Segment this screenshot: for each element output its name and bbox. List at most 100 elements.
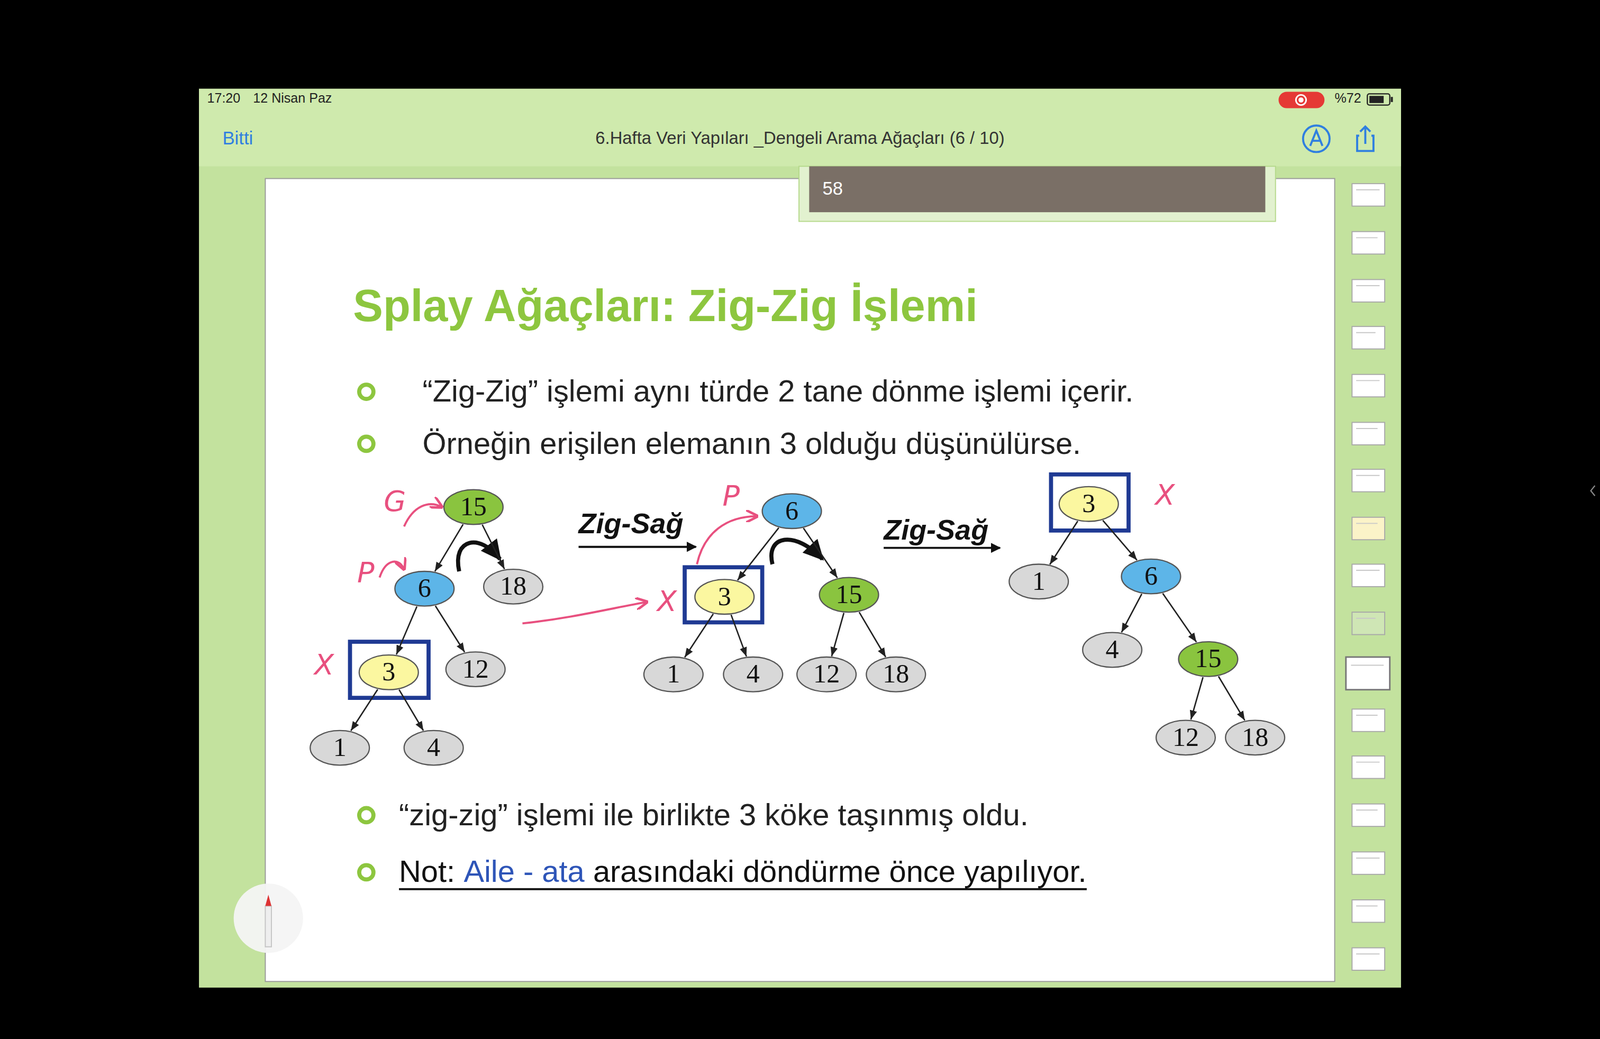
node-ellipse [1156, 720, 1216, 756]
thumbnail [1351, 948, 1385, 971]
tree-node: 15 [818, 576, 880, 614]
thumbnail [1351, 851, 1385, 875]
node-key: 15 [1194, 646, 1222, 673]
slide-text: Zig-Sağ [578, 507, 684, 541]
node-ellipse [1008, 564, 1069, 599]
tree-node: 1 [642, 656, 705, 693]
node-ellipse [1059, 486, 1119, 522]
tree-node: 12 [795, 656, 858, 693]
tree-edge [831, 613, 844, 657]
tree-node: 18 [482, 568, 544, 605]
handwritten-note: P [722, 480, 740, 514]
pen-body [265, 906, 272, 948]
node-key: 4 [1105, 636, 1120, 663]
focus-box [349, 641, 429, 698]
tree-node: 3 [1058, 485, 1120, 523]
node-ellipse [443, 489, 504, 525]
node-ellipse [762, 493, 822, 529]
handwritten-marks [379, 504, 758, 624]
node-key: 15 [835, 581, 862, 608]
tree-edge [1102, 520, 1138, 561]
node-key: 12 [462, 656, 489, 683]
tree-edge [684, 614, 714, 658]
page-badge [808, 166, 1266, 213]
thumbnail [1351, 279, 1385, 302]
tree-edge [859, 612, 886, 658]
node-key: 1 [1032, 568, 1046, 595]
node-key: 6 [417, 575, 432, 603]
node-key: 3 [1082, 491, 1096, 518]
handwritten-note: X [314, 648, 334, 682]
node-ellipse [1082, 632, 1142, 668]
node-ellipse [483, 569, 543, 605]
thumbnail-current [1346, 657, 1390, 690]
tree-node: 1 [308, 729, 371, 767]
pen-arrow [522, 602, 647, 624]
rotation-arrow [771, 539, 823, 565]
markup-glyph [1310, 130, 1323, 147]
thumbnail [1351, 612, 1385, 635]
tree-node: 12 [444, 650, 507, 688]
tree-edge [1191, 677, 1204, 720]
tree-edge [482, 524, 505, 570]
focus-box [684, 567, 763, 623]
node-key: 15 [460, 493, 487, 521]
thumbnail [1351, 564, 1385, 587]
node-key: 3 [382, 659, 396, 686]
node-key: 1 [333, 734, 347, 762]
record-dot [1298, 97, 1304, 103]
tree-edge [1049, 521, 1078, 565]
side-chevron [1591, 485, 1596, 496]
node-ellipse [723, 657, 783, 693]
node-key: 18 [1241, 724, 1269, 751]
battery-icon [1367, 93, 1390, 105]
tree-edge [737, 528, 779, 581]
node-ellipse [819, 577, 879, 613]
node-key: 18 [882, 661, 909, 688]
tree-edge [434, 524, 463, 572]
tree-edge [731, 614, 747, 657]
tree-node: 15 [442, 488, 505, 526]
thumbnail [1351, 374, 1385, 397]
thumbnail [1351, 804, 1385, 827]
node-key: 1 [666, 661, 680, 688]
thumbnail [1351, 469, 1385, 492]
thumbnail [1351, 422, 1385, 445]
node-ellipse [1225, 720, 1285, 756]
slide-text: 17:20 [206, 91, 241, 107]
window-title: 6.Hafta Veri Yapıları _Dengeli Arama Ağa… [595, 128, 1005, 149]
handwritten-note: G [383, 485, 406, 519]
node-key: 4 [426, 734, 441, 762]
node-key: 18 [500, 573, 527, 600]
tree-node: 6 [393, 570, 456, 607]
tree-node: 4 [722, 656, 784, 693]
node-key: 3 [717, 583, 732, 611]
handwritten-note: P [357, 557, 375, 590]
bullets [359, 384, 374, 880]
tree-edge [1121, 594, 1142, 633]
pen-arrow [696, 516, 758, 565]
slide-title: Splay Ağaçları: Zig-Zig İşlemi [352, 280, 978, 333]
page-badge-frame [798, 166, 1276, 222]
slide-text: Zig-Sağ [883, 514, 989, 548]
slide-text: Bitti [222, 128, 253, 150]
battery-tip [1391, 96, 1394, 103]
tree-node: 12 [1155, 719, 1217, 757]
record-ring [1295, 94, 1306, 105]
slide-text: “Zig-Zig” işlemi aynı türde 2 tane dönme… [422, 374, 1134, 410]
tree-edge [435, 605, 465, 652]
pen-button [233, 883, 304, 953]
tree-node: 18 [865, 656, 927, 693]
tree-node: 3 [358, 653, 420, 691]
slide-text: “zig-zig” işlemi ile birlikte 3 köke taş… [398, 797, 1029, 834]
tree-node: 4 [403, 729, 465, 767]
node-key: 12 [1172, 724, 1199, 751]
slide-page [265, 178, 1335, 982]
bullet [359, 436, 374, 451]
step-arrow [578, 546, 696, 549]
slide-text: Örneğin erişilen elemanın 3 olduğu düşün… [422, 426, 1081, 462]
step-arrow [883, 547, 1000, 550]
tree-edge [398, 689, 424, 731]
node-key: 12 [813, 661, 840, 688]
thumbnail-line [1350, 189, 1384, 954]
